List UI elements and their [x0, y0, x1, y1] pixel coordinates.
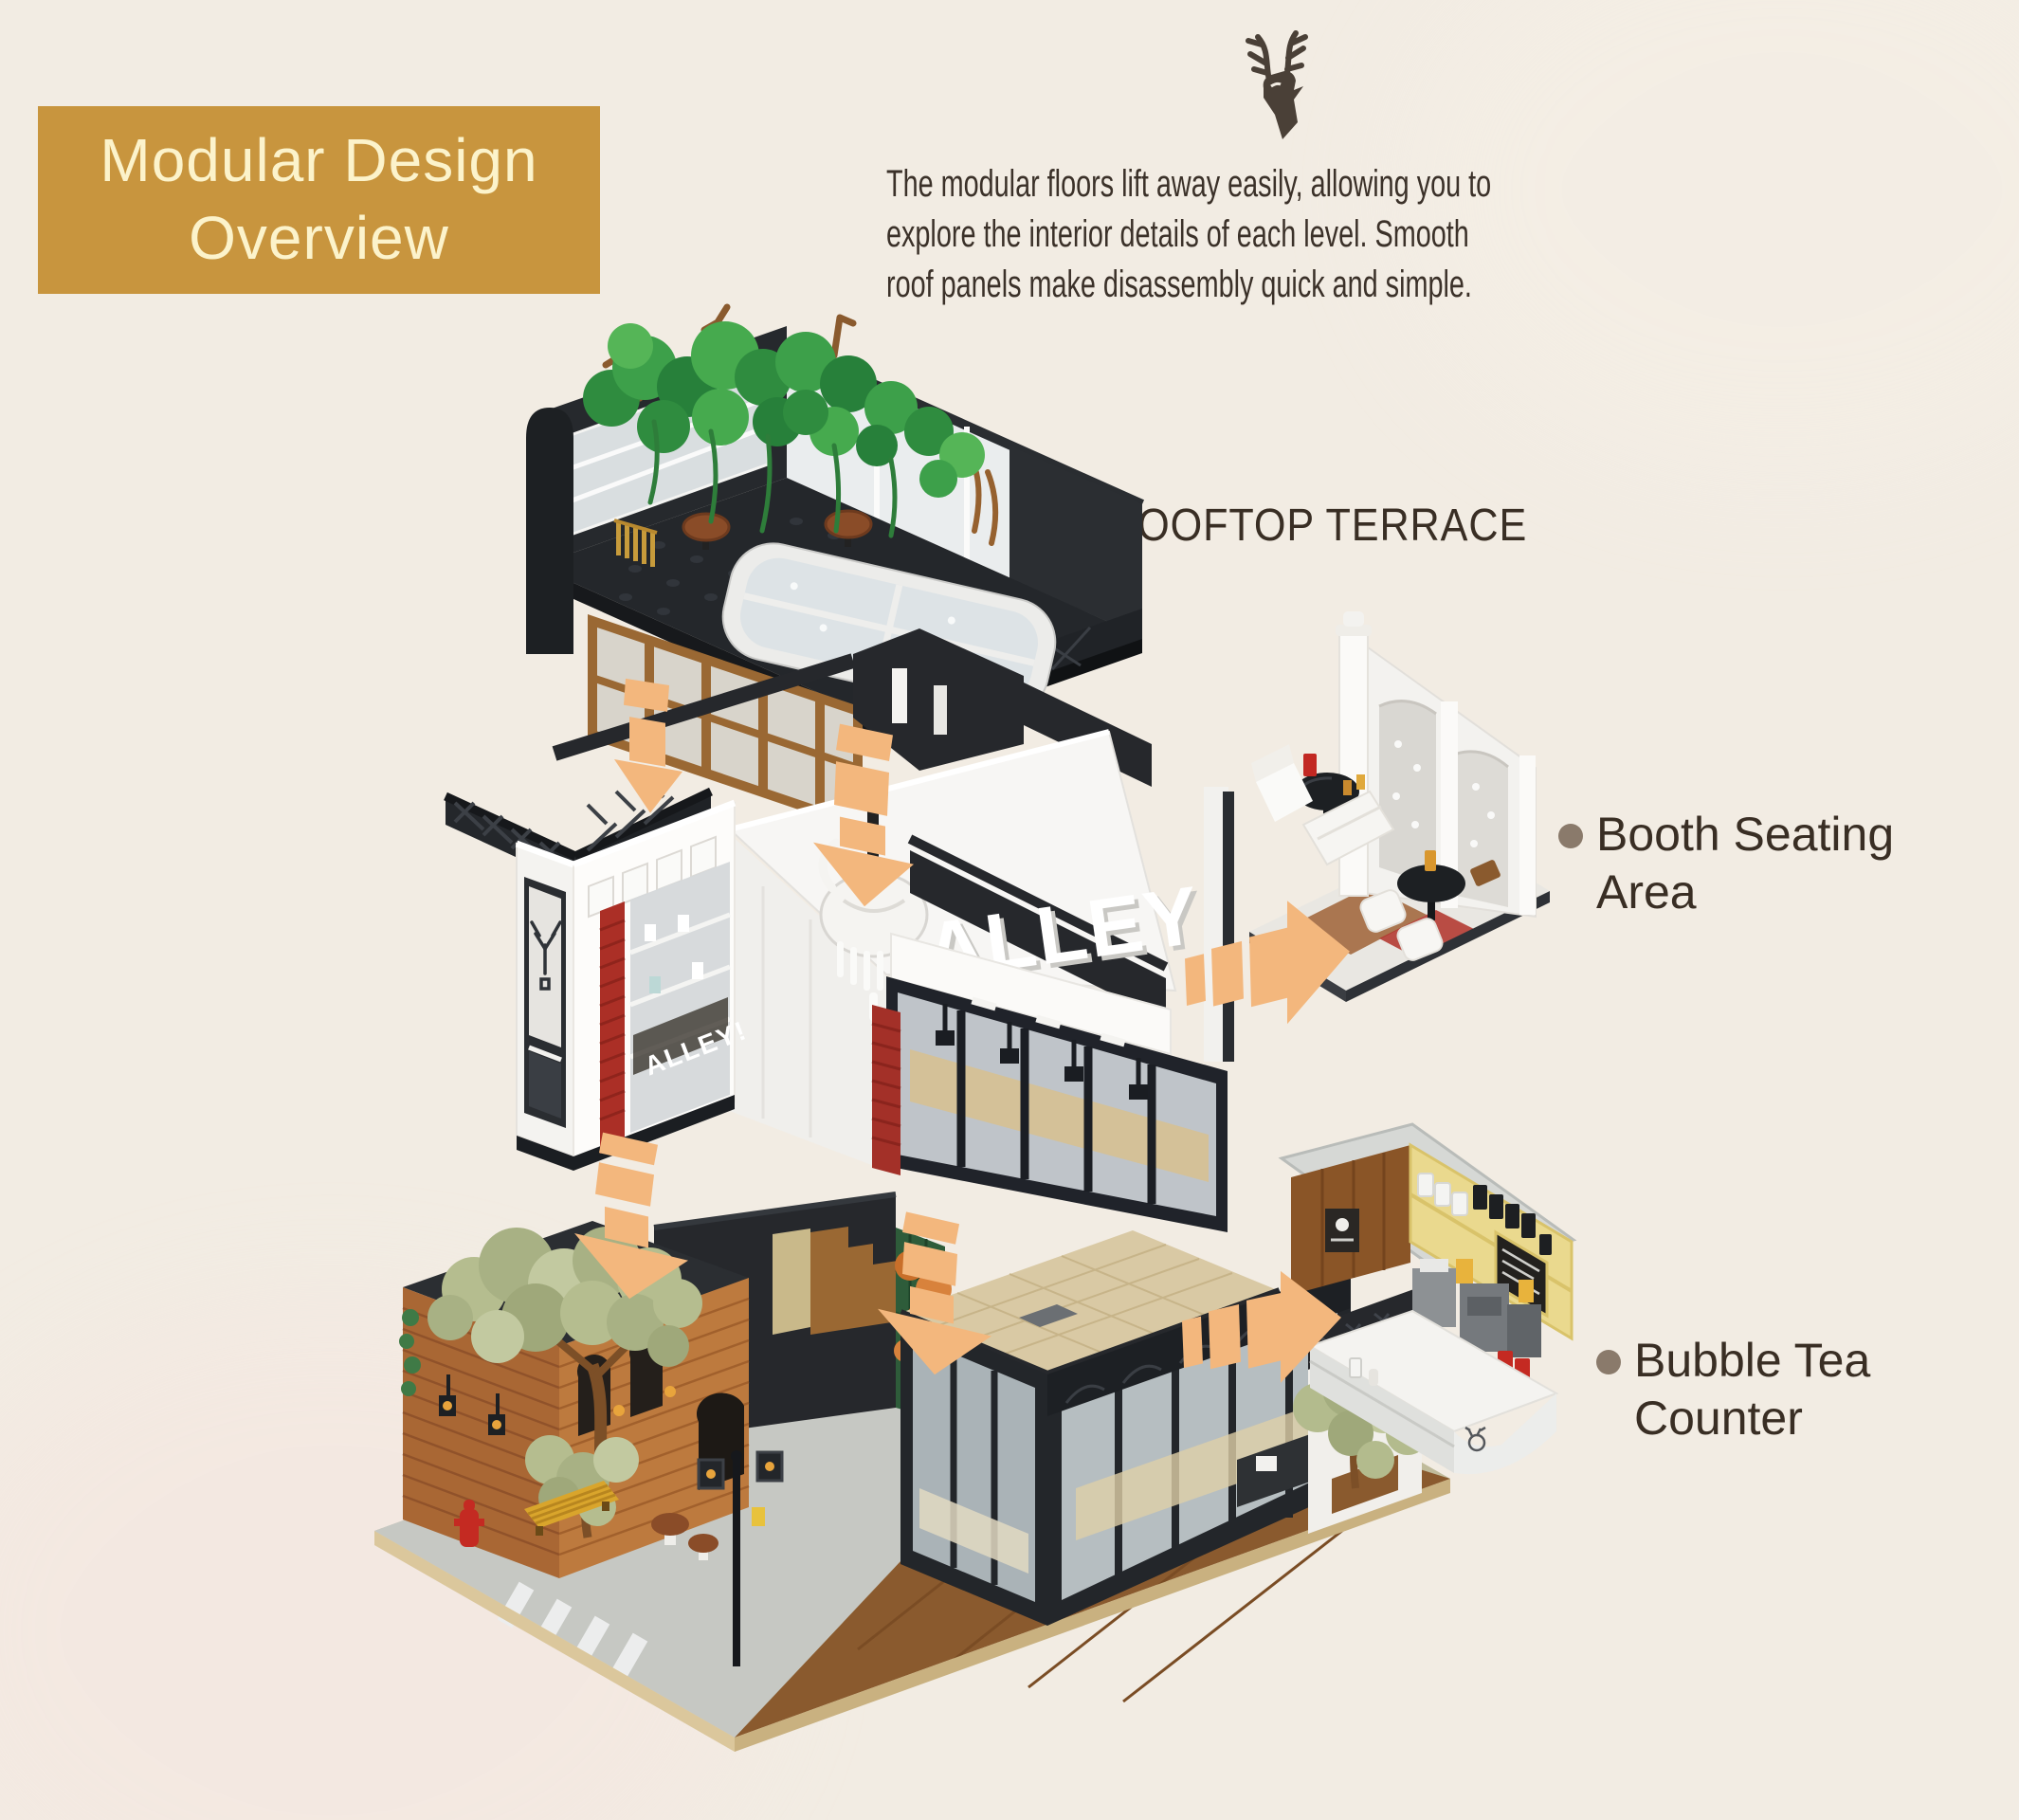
rooftop-terrace-label-text: ROOFTOP TERRACE	[1107, 500, 1528, 551]
deer-logo-icon	[1246, 30, 1308, 139]
down-arrow-rooftop-to-middle	[614, 678, 682, 813]
middle-floor-module: ALLEY ALLEY	[444, 614, 1234, 1232]
wall-lanterns	[439, 1374, 676, 1435]
red-cup	[1303, 754, 1317, 776]
tower-canopies	[588, 835, 717, 919]
booth-chairs	[1359, 889, 1444, 961]
booth-seating-label-line1: Booth Seating	[1596, 808, 1895, 861]
deer-decal-window	[524, 877, 566, 1128]
description-line3: roof panels make disassembly quick and s…	[886, 264, 1472, 305]
patio-table	[651, 1513, 718, 1560]
bubble-tea-label: Bubble Tea Counter	[1634, 1332, 1870, 1447]
bubble-tea-bullet	[1596, 1350, 1621, 1374]
stairs	[810, 1227, 898, 1335]
fire-hydrant	[454, 1500, 484, 1547]
rooftop-terrace-label: ROOFTOP TERRACE	[1107, 497, 1573, 555]
terrace-gold-railing	[613, 519, 658, 567]
alley-roof-sign: ALLEY ALLEY	[907, 834, 1210, 1021]
storefront	[871, 976, 1228, 1232]
storefront-red-stripe	[871, 1005, 901, 1175]
service-counter	[1307, 1309, 1559, 1475]
street-tree	[427, 1227, 702, 1494]
description-line2: explore the interior details of each lev…	[886, 213, 1469, 255]
storefront-lamps	[936, 996, 1148, 1100]
street-lamp	[697, 1450, 784, 1666]
wood-wall	[1291, 1145, 1410, 1295]
down-arrow-to-deck	[813, 723, 914, 907]
terrace-table	[682, 512, 731, 550]
down-arrow-to-ground-right	[878, 1211, 991, 1375]
booth-console	[1301, 774, 1395, 866]
menu-blackboard	[1494, 1229, 1549, 1319]
booth-seating-module	[1249, 611, 1550, 1002]
booth-seating-label-line2: Area	[1596, 865, 1697, 919]
wall-vine	[399, 1309, 421, 1396]
shelf-jars	[1417, 1173, 1552, 1255]
right-arrow-to-booth	[1185, 901, 1350, 1025]
drink-cup	[1425, 850, 1436, 871]
bubble-tea-label-line2: Counter	[1634, 1392, 1803, 1445]
tower-red-stripe	[599, 901, 626, 1154]
white-gable	[730, 834, 886, 1171]
description-line1: The modular floors lift away easily, all…	[886, 163, 1492, 205]
title-box: Modular Design Overview	[38, 106, 600, 294]
booth-table	[1397, 850, 1465, 920]
roof-beams	[552, 628, 1152, 879]
counter-deer-mark	[1464, 1426, 1486, 1452]
bubble-tea-label-line1: Bubble Tea	[1634, 1334, 1871, 1387]
down-arrow-to-ground-left	[574, 1132, 688, 1300]
page-title-line1: Modular Design	[100, 126, 538, 194]
booth-arched-wall	[1336, 611, 1537, 919]
booth-seating-label: Booth Seating Area	[1596, 806, 1894, 921]
yellow-bench	[524, 1481, 619, 1536]
alley-tower: ALLEY!	[515, 799, 751, 1171]
terrace-plants	[583, 303, 999, 546]
booth-sofa	[1251, 744, 1313, 822]
bubble-tea-counter-module	[1278, 1122, 1577, 1475]
coffee-machines	[1412, 1259, 1541, 1357]
terrace-arch-column	[526, 408, 573, 654]
page-title-line2: Overview	[189, 204, 449, 272]
right-arrow-to-bubble-tea	[1182, 1270, 1341, 1383]
booth-bullet	[1558, 824, 1583, 848]
ground-floor-module	[374, 1192, 1450, 1752]
side-table	[1470, 860, 1501, 886]
description-text: The modular floors lift away easily, all…	[886, 159, 1834, 310]
